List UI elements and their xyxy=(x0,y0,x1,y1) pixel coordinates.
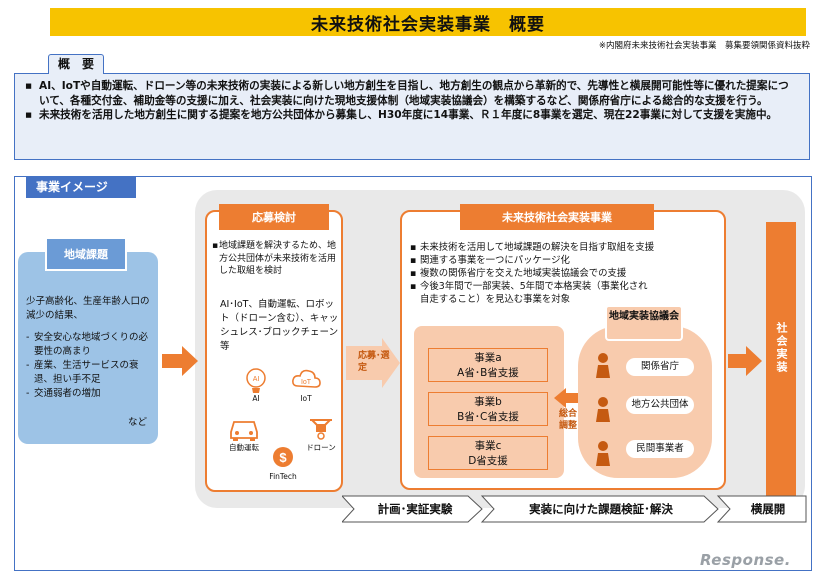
ai-label: AI xyxy=(252,394,260,403)
project-item-c: 事業c D省支援 xyxy=(428,436,548,470)
ai-icon: AI AI xyxy=(236,366,276,403)
review-bullet: ▪地域課題を解決するため、地方公共団体が未来技術を活用した取組を検討 xyxy=(212,240,340,278)
overview-item: ▪ AI、IoTや自動運転、ドローン等の未来技術の実装による新しい地方創生を目指… xyxy=(25,79,799,108)
project-item-support: B省･C省支援 xyxy=(457,411,519,423)
right-arrow-icon xyxy=(728,346,762,376)
regional-issues-text: 少子高齢化、生産年齢人口の減少の結果、 -安全安心な地域づくりの必要性の高まり … xyxy=(26,295,154,401)
review-header: 応募検討 xyxy=(219,204,329,230)
car-icon: 自動運転 xyxy=(222,414,266,453)
person-icon xyxy=(596,441,610,466)
council-member: 民間事業者 xyxy=(626,440,694,458)
right-arrow-icon xyxy=(346,338,400,388)
left-arrow-icon xyxy=(554,388,582,408)
project-bullet: ▪今後3年間で一部実装、5年間で本格実装（事業化され自走すること）を見込む事業を… xyxy=(410,280,722,306)
car-label: 自動運転 xyxy=(229,443,259,452)
regional-issues-header: 地域課題 xyxy=(45,237,127,271)
bullet-icon: ▪ xyxy=(212,241,219,251)
project-item-title: 事業b xyxy=(474,396,502,408)
person-icon xyxy=(596,353,610,378)
overview-text: AI、IoTや自動運転、ドローン等の未来技術の実装による新しい地方創生を目指し、… xyxy=(39,80,789,107)
project-bullet-text: 関連する事業を一つにパッケージ化 xyxy=(420,255,570,266)
person-icon xyxy=(596,397,610,422)
review-bullet-text: 地域課題を解決するため、地方公共団体が未来技術を活用した取組を検討 xyxy=(219,241,337,276)
iot-label: IoT xyxy=(300,394,312,403)
overview-text: 未来技術を活用した地方創生に関する提案を地方公共団体から募集し、H30年度に14… xyxy=(39,109,778,122)
social-implementation-bar: 社会実装 xyxy=(766,222,796,502)
issue-item: -安全安心な地域づくりの必要性の高まり xyxy=(26,331,154,359)
image-section-frame xyxy=(14,176,812,571)
project-bullet: ▪未来技術を活用して地域課題の解決を目指す取組を支援 xyxy=(410,242,655,253)
project-bullet-text: 未来技術を活用して地域課題の解決を目指す取組を支援 xyxy=(420,242,655,253)
issue-text: 産業、生活サービスの衰退、担い手不足 xyxy=(34,360,139,385)
drone-icon: ドローン xyxy=(298,414,344,453)
image-section-tab: 事業イメージ xyxy=(26,176,136,198)
issue-item: -交通弱者の増加 xyxy=(26,388,101,399)
issue-text: 交通弱者の増加 xyxy=(34,388,101,399)
response-logo: Response. xyxy=(700,551,791,569)
iot-icon: IoT IoT xyxy=(286,366,326,403)
project-bullet: ▪複数の関係省庁を交えた地域実装協議会での支援 xyxy=(410,268,627,279)
bullet-icon: ▪ xyxy=(25,109,33,122)
overview-box: ▪ AI、IoTや自動運転、ドローン等の未来技術の実装による新しい地方創生を目指… xyxy=(14,73,810,160)
issue-text: 安全安心な地域づくりの必要性の高まり xyxy=(34,332,149,357)
page-title: 未来技術社会実装事業 概要 xyxy=(50,8,806,36)
project-bullets: ▪未来技術を活用して地域課題の解決を目指す取組を支援 ▪関連する事業を一つにパッ… xyxy=(410,241,722,306)
phase-label: 計画･実証実験 xyxy=(377,502,453,516)
project-item-support: D省支援 xyxy=(468,455,508,467)
overview-item: ▪ 未来技術を活用した地方創生に関する提案を地方公共団体から募集し、H30年度に… xyxy=(25,108,799,123)
project-item-support: A省･B省支援 xyxy=(457,367,519,379)
svg-text:IoT: IoT xyxy=(301,379,312,386)
issues-intro: 少子高齢化、生産年齢人口の減少の結果、 xyxy=(26,296,150,321)
review-box xyxy=(205,210,343,492)
project-header: 未来技術社会実装事業 xyxy=(460,204,654,230)
fintech-icon: $ FinTech xyxy=(258,444,308,481)
issue-item: -産業、生活サービスの衰退、担い手不足 xyxy=(26,359,154,387)
issues-etc: など xyxy=(128,417,148,428)
project-bullet-text: 今後3年間で一部実装、5年間で本格実装（事業化され自走すること）を見込む事業を対… xyxy=(420,281,648,305)
regional-issues-box xyxy=(18,252,158,444)
svg-text:AI: AI xyxy=(253,376,260,383)
review-tech-list: AI･IoT、自動運転、ロボット（ドローン含む）、キャッシュレス･ブロックチェー… xyxy=(220,299,348,352)
source-note: ※内閣府未来技術社会実装事業 募集要領関係資料抜粋 xyxy=(598,41,810,51)
overview-tab: 概 要 xyxy=(48,54,104,74)
bullet-icon: ▪ xyxy=(25,80,33,92)
council-member: 地方公共団体 xyxy=(626,396,694,414)
project-bullet: ▪関連する事業を一つにパッケージ化 xyxy=(410,255,570,266)
council-header: 地域実装協議会 xyxy=(605,305,683,341)
fintech-label: FinTech xyxy=(269,472,297,481)
right-arrow-icon xyxy=(162,346,198,376)
project-item-title: 事業c xyxy=(474,440,502,452)
drone-label: ドローン xyxy=(306,443,336,452)
project-item-b: 事業b B省･C省支援 xyxy=(428,392,548,426)
phase-chevrons xyxy=(342,495,807,523)
phase-label: 横展開 xyxy=(750,502,786,516)
project-item-title: 事業a xyxy=(474,352,502,364)
council-member: 関係省庁 xyxy=(626,358,694,376)
svg-text:$: $ xyxy=(279,450,287,465)
project-bullet-text: 複数の関係省庁を交えた地域実装協議会での支援 xyxy=(420,268,627,279)
coordination-label: 総合調整 xyxy=(558,409,577,431)
phase-label: 実装に向けた課題検証･解決 xyxy=(529,502,673,516)
project-item-a: 事業a A省･B省支援 xyxy=(428,348,548,382)
selection-label: 応募･選定 xyxy=(358,351,390,373)
